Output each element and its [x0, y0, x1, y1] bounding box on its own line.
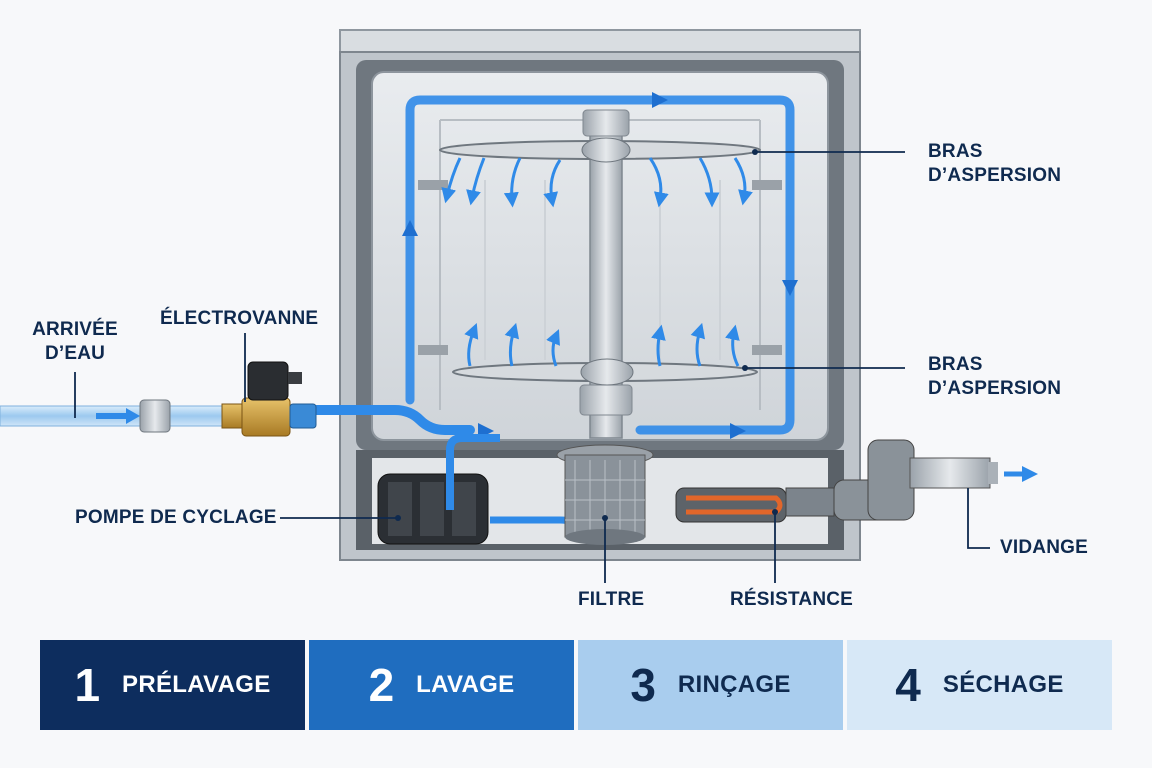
label-bras-lower-line-1: BRAS: [928, 353, 1061, 377]
solenoid-valve: [222, 362, 316, 436]
label-pompe-de-cyclage: POMPE DE CYCLAGE: [75, 506, 277, 530]
step-prelavage: 1 PRÉLAVAGE: [40, 640, 305, 730]
cycle-steps-bar: 1 PRÉLAVAGE 2 LAVAGE 3 RINÇAGE 4 SÉCHAGE: [40, 640, 1112, 730]
step-name: SÉCHAGE: [943, 671, 1064, 699]
label-filtre: FILTRE: [578, 588, 644, 612]
step-name: LAVAGE: [416, 671, 514, 699]
step-rincage: 3 RINÇAGE: [578, 640, 843, 730]
label-arrivee-eau-line-2: D’EAU: [28, 342, 122, 366]
label-bras-aspersion-upper: BRAS D’ASPERSION: [928, 140, 1061, 188]
label-arrivee-eau: ARRIVÉE D’EAU: [28, 318, 122, 366]
step-number: 1: [74, 658, 100, 712]
step-name: PRÉLAVAGE: [122, 671, 271, 699]
label-vidange: VIDANGE: [1000, 536, 1088, 560]
label-bras-aspersion-lower: BRAS D’ASPERSION: [928, 353, 1061, 401]
label-electrovanne: ÉLECTROVANNE: [160, 307, 318, 331]
label-resistance: RÉSISTANCE: [730, 588, 853, 612]
label-bras-upper-line-2: D’ASPERSION: [928, 164, 1061, 188]
label-bras-lower-line-2: D’ASPERSION: [928, 377, 1061, 401]
step-number: 4: [895, 658, 921, 712]
step-name: RINÇAGE: [678, 671, 791, 699]
heating-element: [676, 488, 786, 522]
step-sechage: 4 SÉCHAGE: [847, 640, 1112, 730]
label-arrivee-eau-line-1: ARRIVÉE: [28, 318, 122, 342]
label-bras-upper-line-1: BRAS: [928, 140, 1061, 164]
step-number: 3: [630, 658, 656, 712]
step-lavage: 2 LAVAGE: [309, 640, 574, 730]
step-number: 2: [369, 658, 395, 712]
